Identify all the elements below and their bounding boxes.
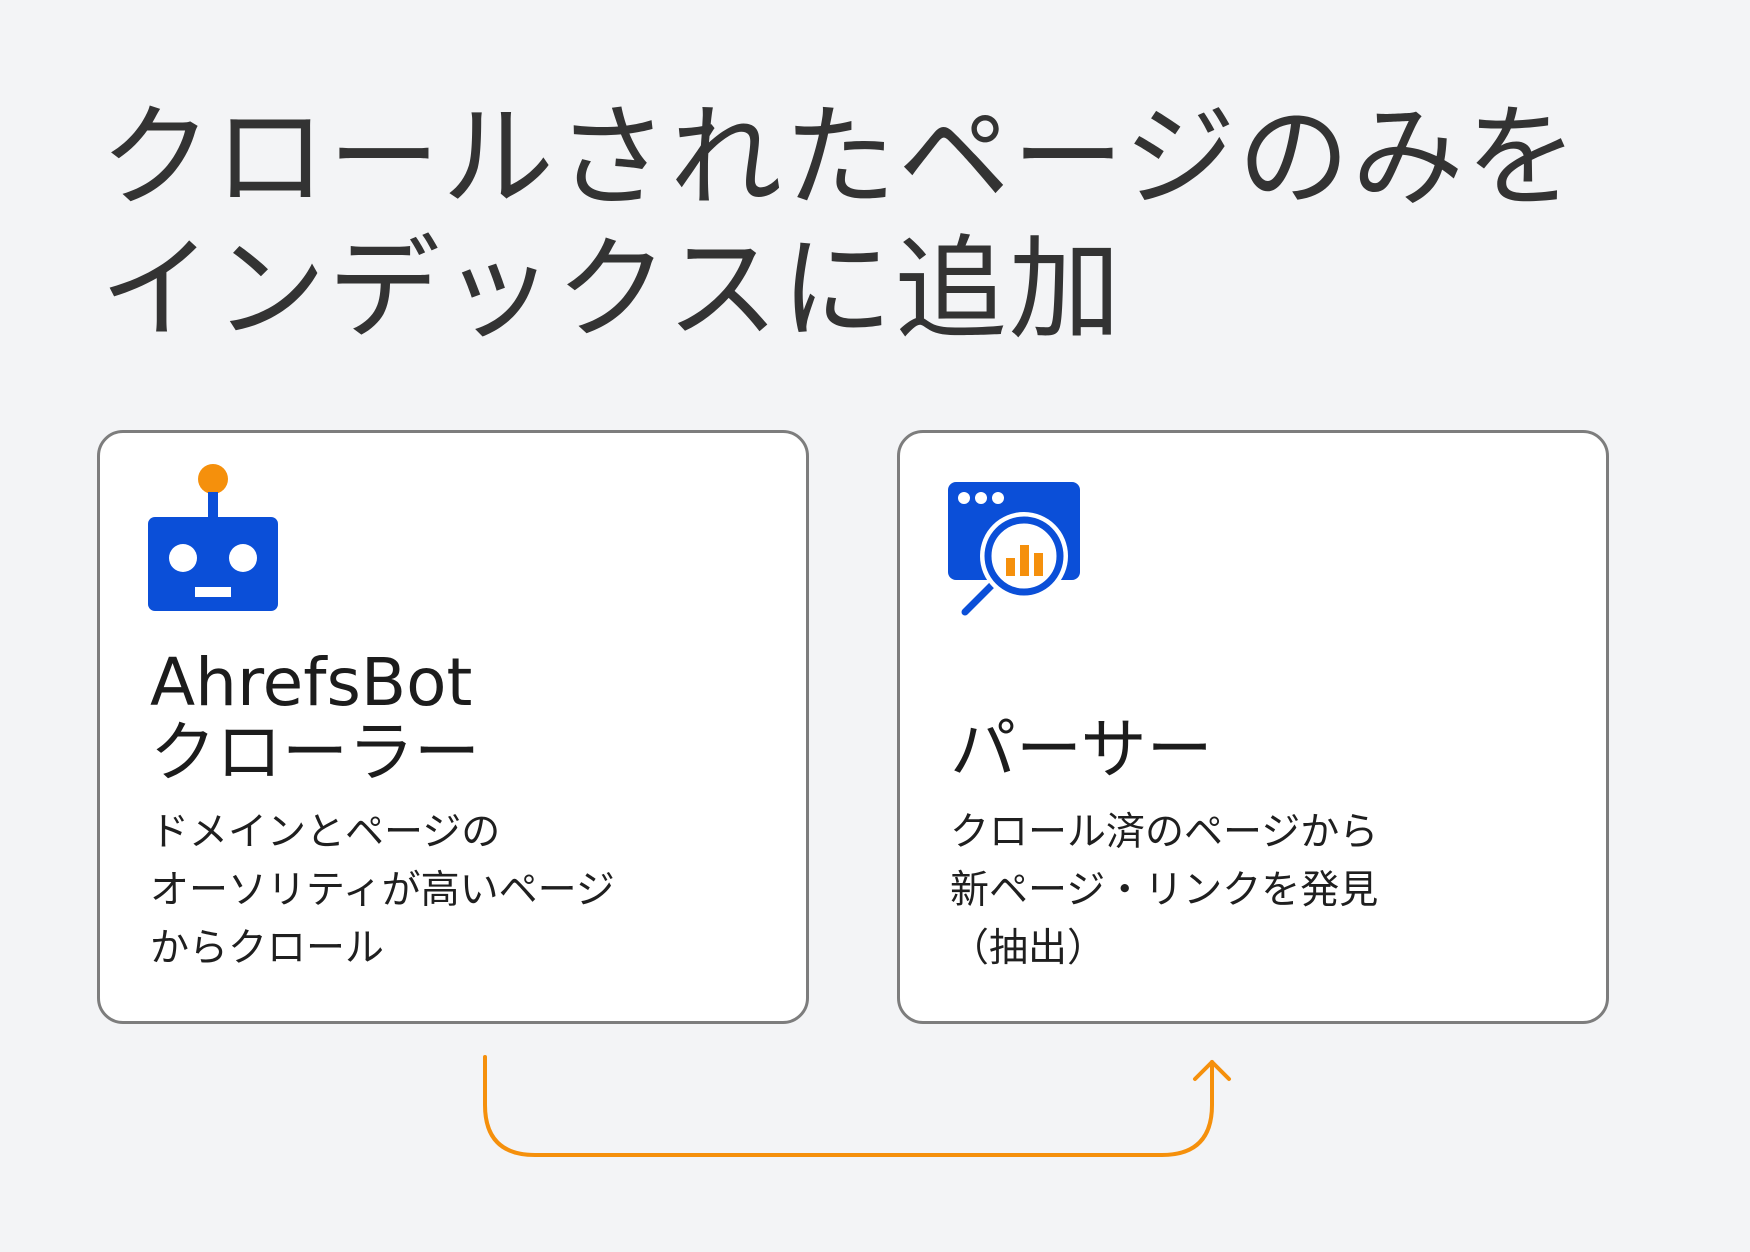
crawler-desc-line-2: オーソリティが高いページ [150, 868, 615, 913]
crawler-desc-line-3: からクロール [150, 926, 385, 971]
flow-arrow [470, 1050, 1250, 1174]
crawler-title: AhrefsBot クローラー [150, 648, 480, 788]
crawler-desc-line-1: ドメインとページの [150, 810, 501, 855]
crawler-card: AhrefsBot クローラー ドメインとページの オーソリティが高いページ か… [97, 430, 809, 1024]
parser-description: クロール済のページから 新ページ・リンクを発見 （抽出） [950, 804, 1378, 978]
crawler-title-line-2: クローラー [150, 714, 480, 791]
browser-magnifier-chart-icon [948, 482, 1084, 636]
crawler-title-line-1: AhrefsBot [150, 644, 473, 721]
parser-title: パーサー [950, 715, 1213, 785]
crawler-description: ドメインとページの オーソリティが高いページ からクロール [150, 804, 615, 978]
parser-desc-line-3: （抽出） [950, 926, 1107, 971]
parser-desc-line-1: クロール済のページから [950, 810, 1379, 855]
page-title-line-2: インデックスに追加 [100, 225, 1123, 355]
page-title-line-1: クロールされたページのみを [100, 93, 1580, 223]
parser-desc-line-2: 新ページ・リンクを発見 [950, 868, 1379, 913]
robot-icon [147, 463, 279, 617]
page-title: クロールされたページのみを インデックスに追加 [100, 92, 1700, 356]
parser-title-line-1: パーサー [950, 711, 1213, 788]
parser-card: パーサー クロール済のページから 新ページ・リンクを発見 （抽出） [897, 430, 1609, 1024]
